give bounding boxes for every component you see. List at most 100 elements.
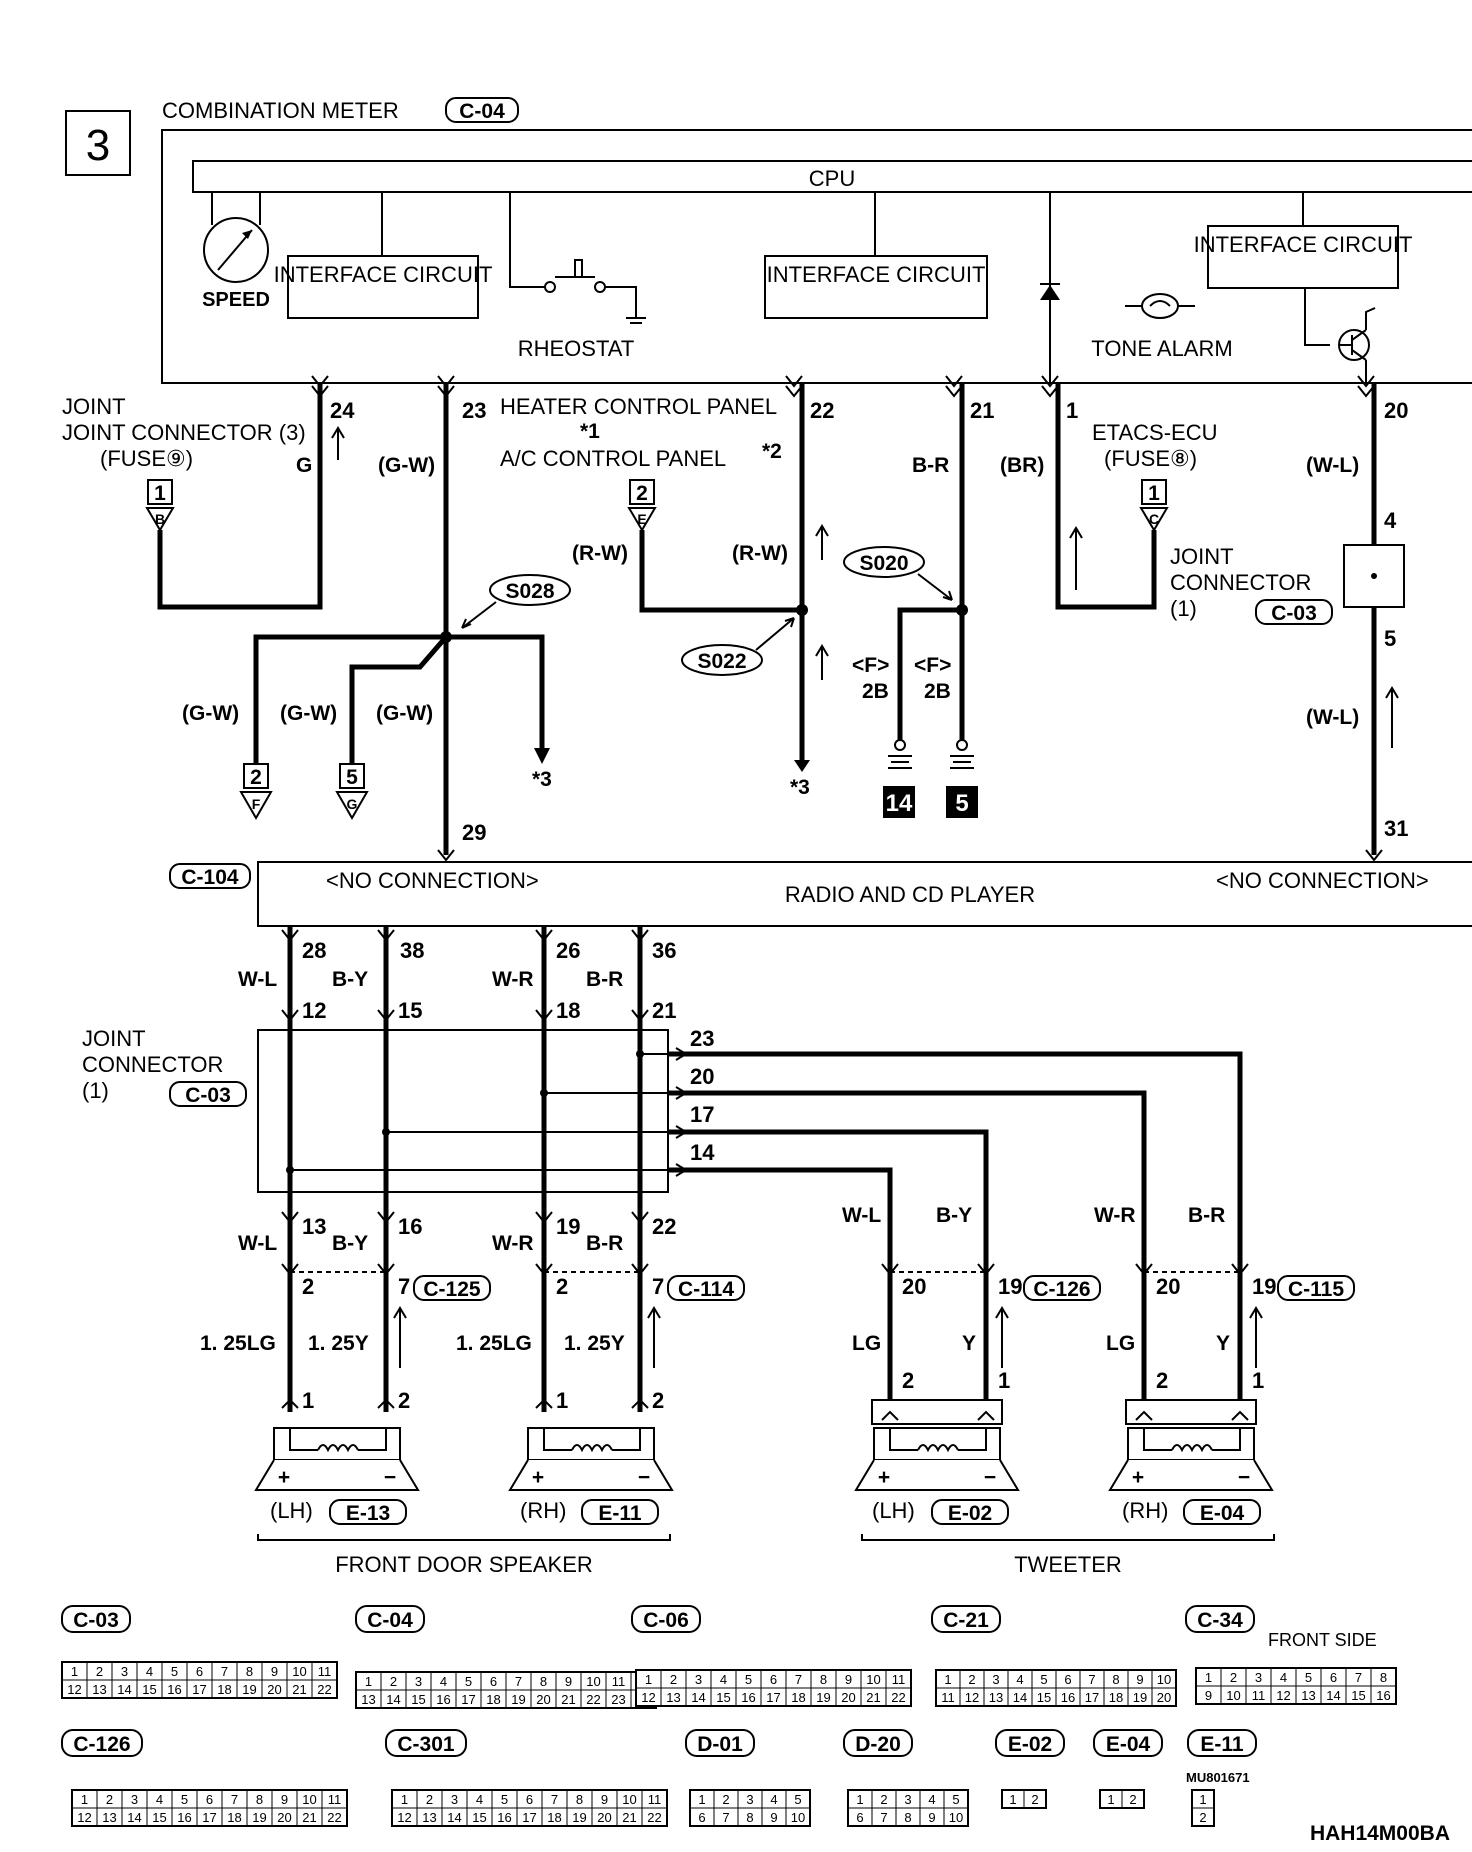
svg-text:E: E [637, 511, 646, 527]
svg-text:29: 29 [462, 820, 486, 845]
svg-text:B-R: B-R [586, 968, 623, 991]
svg-text:2: 2 [1031, 1792, 1038, 1807]
svg-text:*3: *3 [532, 768, 552, 791]
svg-text:20: 20 [841, 1690, 855, 1705]
svg-text:3: 3 [695, 1672, 702, 1687]
svg-text:B-Y: B-Y [936, 1204, 972, 1227]
svg-text:18: 18 [217, 1682, 231, 1697]
interface-circuit-3 [1207, 225, 1399, 289]
svg-text:(R-W): (R-W) [732, 542, 788, 565]
svg-text:20: 20 [902, 1274, 926, 1299]
svg-text:(BR): (BR) [1000, 454, 1044, 477]
svg-text:18: 18 [547, 1810, 561, 1825]
svg-text:5: 5 [952, 1792, 959, 1807]
svg-text:1: 1 [645, 1672, 652, 1687]
svg-text:(G-W): (G-W) [376, 702, 433, 725]
svg-text:B-Y: B-Y [332, 1232, 368, 1255]
step-number: 3 [86, 121, 110, 170]
svg-text:36: 36 [652, 938, 676, 963]
svg-text:20: 20 [1157, 1690, 1171, 1705]
svg-text:13: 13 [1301, 1688, 1315, 1703]
svg-text:23: 23 [611, 1692, 625, 1707]
jc-right-pin-labels: 23 20 17 14 [690, 1026, 715, 1165]
svg-text:(FUSE⑧): (FUSE⑧) [1104, 446, 1197, 471]
svg-text:17: 17 [202, 1810, 216, 1825]
svg-text:11: 11 [941, 1690, 955, 1705]
ac-panel-label: A/C CONTROL PANEL [500, 446, 726, 471]
svg-text:INTERFACE CIRCUIT: INTERFACE CIRCUIT [1194, 232, 1413, 257]
svg-text:B-Y: B-Y [332, 968, 368, 991]
svg-text:16: 16 [398, 1214, 422, 1239]
svg-text:6: 6 [526, 1792, 533, 1807]
svg-text:1: 1 [1066, 398, 1078, 423]
ground-5 [946, 786, 978, 818]
fuse9-label: (FUSE⑨) [100, 446, 193, 471]
svg-text:+: + [1132, 1466, 1144, 1489]
speaker-e13 [254, 1398, 420, 1491]
svg-text:3: 3 [1255, 1670, 1262, 1685]
svg-text:9: 9 [845, 1672, 852, 1687]
svg-text:W-R: W-R [492, 968, 534, 991]
wire-jc-20 [668, 1090, 1147, 1270]
rheostat-label: RHEOSTAT [518, 336, 635, 361]
front-door-speaker-label: FRONT DOOR SPEAKER [335, 1552, 593, 1577]
joint-connector-3-label: JOINT CONNECTOR (3) [62, 420, 306, 445]
svg-text:7: 7 [1355, 1670, 1362, 1685]
legend-tag-label: C-126 [73, 1733, 130, 1756]
svg-text:4: 4 [1016, 1672, 1023, 1687]
svg-text:26: 26 [556, 938, 580, 963]
svg-text:21: 21 [302, 1810, 316, 1825]
svg-text:10: 10 [1226, 1688, 1240, 1703]
svg-text:1: 1 [401, 1792, 408, 1807]
svg-text:18: 18 [486, 1692, 500, 1707]
svg-text:11: 11 [318, 1664, 332, 1679]
svg-text:2: 2 [1199, 1810, 1206, 1825]
svg-text:2: 2 [398, 1388, 410, 1413]
svg-text:20: 20 [690, 1064, 714, 1089]
svg-text:18: 18 [791, 1690, 805, 1705]
svg-text:16: 16 [1376, 1688, 1390, 1703]
step-box [65, 110, 131, 176]
svg-text:21: 21 [622, 1810, 636, 1825]
svg-text:JOINT: JOINT [1170, 544, 1234, 569]
svg-text:10: 10 [1157, 1672, 1171, 1687]
svg-text:2: 2 [1230, 1670, 1237, 1685]
svg-text:JOINT: JOINT [82, 1026, 146, 1051]
svg-text:23: 23 [690, 1026, 714, 1051]
speed-label: SPEED [202, 289, 270, 311]
legend-tag-c-126 [61, 1729, 143, 1757]
svg-text:3: 3 [904, 1792, 911, 1807]
svg-text:(1): (1) [1170, 596, 1197, 621]
svg-text:(G-W): (G-W) [182, 702, 239, 725]
svg-text:8: 8 [820, 1672, 827, 1687]
svg-text:12: 12 [302, 998, 326, 1023]
svg-text:21: 21 [866, 1690, 880, 1705]
svg-text:9: 9 [601, 1792, 608, 1807]
svg-text:17: 17 [1085, 1690, 1099, 1705]
svg-text:8: 8 [576, 1792, 583, 1807]
svg-text:4: 4 [770, 1792, 777, 1807]
c114-label: C-114 [678, 1278, 734, 1301]
svg-text:16: 16 [497, 1810, 511, 1825]
svg-text:2: 2 [902, 1368, 914, 1393]
svg-text:6: 6 [1330, 1670, 1337, 1685]
svg-text:8: 8 [246, 1664, 253, 1679]
legend-tag-c-21 [931, 1605, 1001, 1633]
svg-text:10: 10 [586, 1674, 600, 1689]
svg-text:9: 9 [565, 1674, 572, 1689]
svg-text:22: 22 [317, 1682, 331, 1697]
svg-text:B: B [155, 511, 165, 527]
svg-text:2: 2 [250, 766, 262, 789]
svg-text:15: 15 [1351, 1688, 1365, 1703]
svg-text:1: 1 [1009, 1792, 1016, 1807]
svg-text:W-L: W-L [238, 968, 277, 991]
combination-meter-title: COMBINATION METER [162, 98, 399, 123]
svg-text:4: 4 [440, 1674, 447, 1689]
svg-text:B-R: B-R [1188, 1204, 1225, 1227]
legend-tag-c-06 [631, 1605, 701, 1633]
svg-text:1: 1 [154, 482, 166, 505]
etacs-label: ETACS-ECU [1092, 420, 1218, 445]
svg-text:16: 16 [436, 1692, 450, 1707]
svg-text:2: 2 [968, 1672, 975, 1687]
